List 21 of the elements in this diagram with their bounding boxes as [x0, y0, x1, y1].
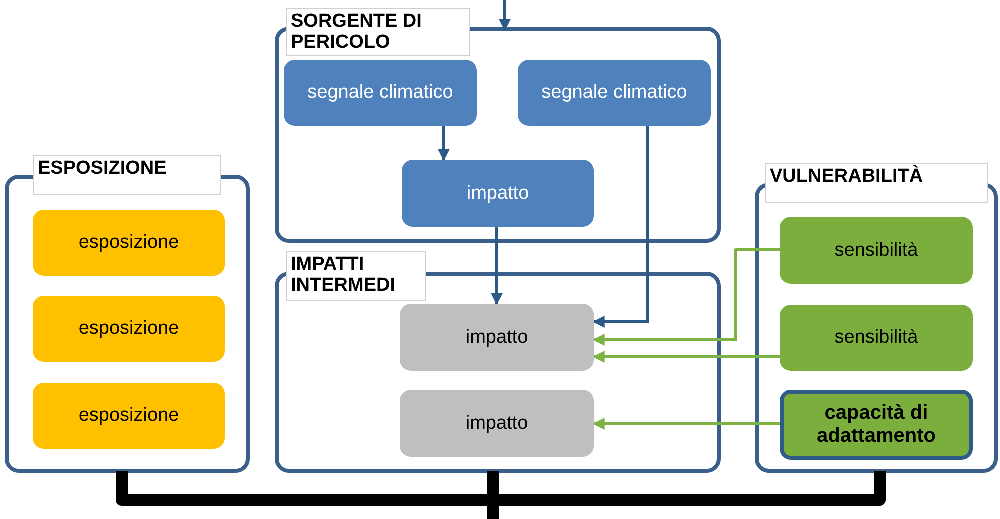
- sensitivity-box: sensibilità: [780, 305, 973, 371]
- capacity-box: capacità di adattamento: [780, 390, 973, 460]
- arrow: [592, 418, 780, 430]
- process-box: impatto: [402, 160, 594, 227]
- arrow: [438, 126, 450, 162]
- exposure-box: esposizione: [33, 383, 225, 449]
- process-box: segnale climatico: [518, 60, 711, 126]
- section-heading: VULNERABILITÀ: [765, 163, 988, 203]
- process-box: segnale climatico: [284, 60, 477, 126]
- impact-box: impatto: [400, 304, 594, 371]
- section-heading: ESPOSIZIONE: [33, 155, 221, 195]
- arrow: [491, 227, 503, 306]
- impact-box: impatto: [400, 390, 594, 457]
- arrow: [592, 351, 780, 363]
- arrow: [592, 248, 780, 346]
- section-heading: SORGENTE DI PERICOLO: [286, 8, 470, 56]
- section-heading: IMPATTI INTERMEDI: [286, 251, 426, 301]
- exposure-box: esposizione: [33, 210, 225, 276]
- arrow: [592, 126, 650, 328]
- sensitivity-box: sensibilità: [780, 217, 973, 284]
- exposure-box: esposizione: [33, 296, 225, 362]
